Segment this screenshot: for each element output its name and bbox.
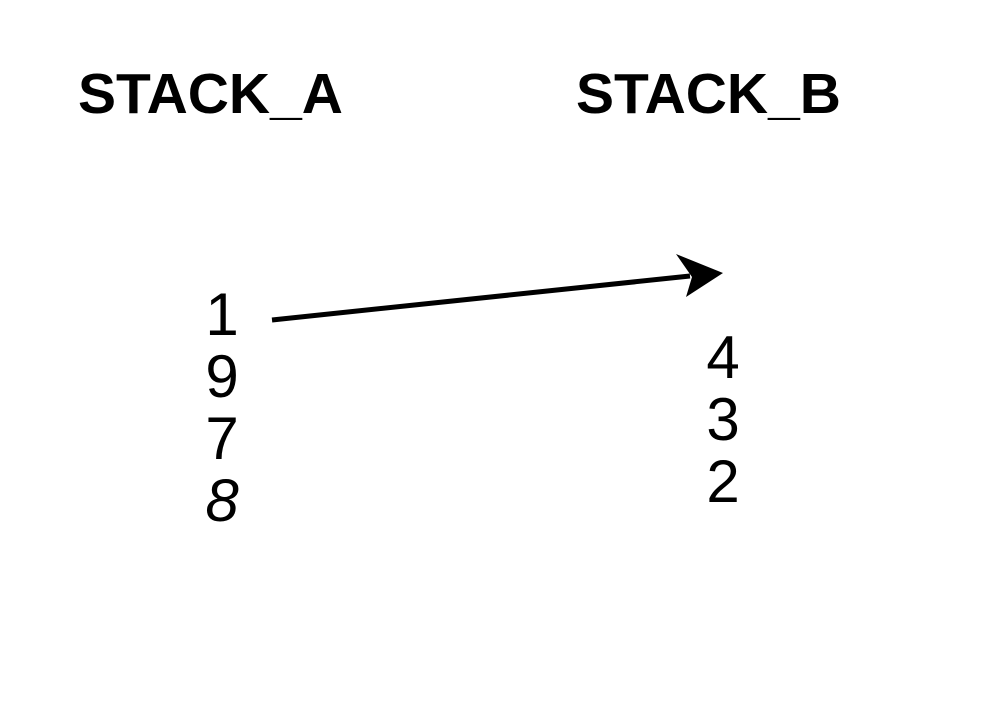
stack-a-item: 7 xyxy=(205,405,239,472)
arrow-head xyxy=(676,254,723,297)
stack-a-item: 9 xyxy=(205,343,239,410)
stack-a-title: STACK_A xyxy=(78,62,343,126)
stack-b-column: 4 3 2 xyxy=(663,327,783,513)
stack-b-item: 4 xyxy=(706,324,740,391)
stack-a-item: 1 xyxy=(205,281,239,348)
stack-b-item: 2 xyxy=(706,448,740,515)
stack-a-item: 8 xyxy=(205,467,239,534)
arrow-shaft xyxy=(271,273,691,323)
stack-b-item: 3 xyxy=(706,386,740,453)
stack-a-column: 1 9 7 8 xyxy=(162,284,282,532)
stack-b-title: STACK_B xyxy=(576,62,841,126)
